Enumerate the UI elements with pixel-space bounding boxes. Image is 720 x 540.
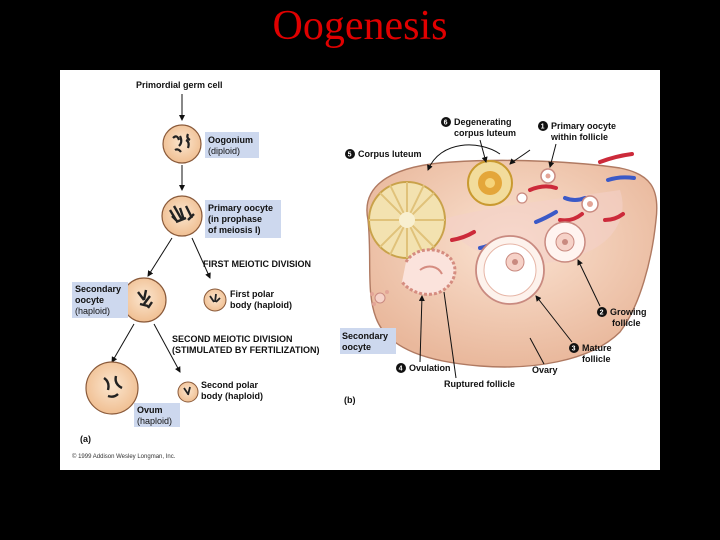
oogonium-cell — [162, 124, 202, 164]
primary-oocyte-label-bg — [205, 200, 281, 238]
mature-follicle — [475, 235, 545, 305]
secondary-oocyte-b-label: Secondary — [342, 331, 388, 341]
primordial-germ-cell-label: Primordial germ cell — [136, 80, 223, 90]
label-primary-follicle: 1 Primary oocyte within follicle — [538, 121, 616, 168]
primary-oocyte-label: Primary oocyte — [208, 203, 273, 213]
arrow — [111, 323, 135, 363]
figure-svg: Primordial germ cell Oogonium (diploid) … — [72, 80, 658, 460]
stimulated-label: (STIMULATED BY FERTILIZATION) — [172, 345, 320, 355]
oocyte-label: oocyte — [75, 295, 104, 305]
first-meiotic-division-label: FIRST MEIOTIC DIVISION — [203, 259, 311, 269]
label-degenerating: 6 Degenerating corpus luteum — [441, 117, 516, 163]
first-polar-haploid-label: body (haploid) — [230, 300, 292, 310]
label-growing-follicle: 2 Growing follicle — [577, 259, 647, 328]
ovulation-label: Ovulation — [409, 363, 451, 373]
oogenesis-figure: Primordial germ cell Oogonium (diploid) … — [60, 70, 660, 470]
step-marker — [597, 307, 607, 317]
ovum-haploid-label: (haploid) — [137, 416, 172, 426]
panel-b-label: (b) — [344, 395, 356, 405]
first-polar-label: First polar — [230, 289, 275, 299]
degenerating-corpus-luteum — [467, 160, 513, 206]
growing-follicle — [544, 221, 586, 263]
oogonium-label: Oogonium — [208, 135, 253, 145]
corpus-luteum-sub-label: corpus luteum — [454, 128, 516, 138]
secondary-label: Secondary — [75, 284, 121, 294]
label-mature-follicle: 3 Mature follicle — [535, 295, 612, 364]
secondary-oocyte-cell — [121, 277, 167, 323]
arrow — [153, 323, 181, 373]
growing-label: Growing — [610, 307, 647, 317]
mature-label: Mature — [582, 343, 612, 353]
panel-a-label: (a) — [80, 434, 91, 444]
corpus-luteum — [368, 181, 446, 259]
ovary-label: Ovary — [532, 365, 558, 375]
ruptured-leader — [443, 291, 457, 379]
ruptured-follicle-label: Ruptured follicle — [444, 379, 515, 389]
ovum-label: Ovum — [137, 405, 163, 415]
step-number: 2 — [600, 310, 604, 317]
diploid-label: (diploid) — [208, 146, 240, 156]
second-polar-body — [177, 381, 199, 403]
second-polar-label: Second polar — [201, 380, 259, 390]
growing-follicle-label: follicle — [612, 318, 641, 328]
primary-follicles — [516, 168, 599, 213]
slide-title: Oogenesis — [272, 3, 448, 49]
step-marker — [538, 121, 548, 131]
step-marker — [396, 363, 406, 373]
cycle-arrow — [427, 144, 501, 171]
panel-b: 6 Degenerating corpus luteum 1 Primary o… — [340, 117, 658, 405]
first-polar-body — [203, 288, 227, 312]
cycle-arrow — [509, 149, 531, 165]
primary-oocyte-b-label: Primary oocyte — [551, 121, 616, 131]
prophase-label: (in prophase — [208, 214, 262, 224]
step-number: 3 — [572, 346, 576, 353]
label-corpus-luteum: 5 Corpus luteum — [345, 149, 422, 159]
meiosis-label: of meiosis I) — [208, 225, 261, 235]
released-secondary-oocyte — [370, 290, 389, 306]
ovary-leader — [529, 337, 545, 365]
oogonium-label-bg — [205, 132, 259, 158]
second-meiotic-division-label: SECOND MEIOTIC DIVISION — [172, 334, 293, 344]
degenerating-label: Degenerating — [454, 117, 512, 127]
ovum-cell — [85, 361, 139, 415]
primary-oocyte-cell — [161, 195, 203, 237]
step-marker — [441, 117, 451, 127]
panel-a: Primordial germ cell Oogonium (diploid) … — [72, 80, 320, 460]
secondary-oocyte-b-bg — [340, 328, 396, 354]
step-number: 1 — [541, 124, 545, 131]
mature-follicle-label: follicle — [582, 354, 611, 364]
secondary-oocyte-label-bg — [72, 282, 128, 318]
label-ovulation: 4 Ovulation — [396, 295, 451, 373]
second-polar-haploid-label: body (haploid) — [201, 391, 263, 401]
step-number: 4 — [399, 366, 403, 373]
oocyte-b-label: oocyte — [342, 342, 371, 352]
ovum-label-bg — [134, 403, 180, 427]
haploid-label: (haploid) — [75, 306, 110, 316]
step-number: 6 — [444, 120, 448, 127]
arrow — [191, 237, 211, 279]
arrow — [147, 237, 173, 277]
step-marker — [569, 343, 579, 353]
step-number: 5 — [348, 152, 352, 159]
copyright-text: © 1999 Addison Wesley Longman, Inc. — [72, 453, 176, 460]
corpus-luteum-label: Corpus luteum — [358, 149, 422, 159]
ruptured-follicle — [400, 248, 457, 296]
within-follicle-label: within follicle — [550, 132, 608, 142]
step-marker — [345, 149, 355, 159]
